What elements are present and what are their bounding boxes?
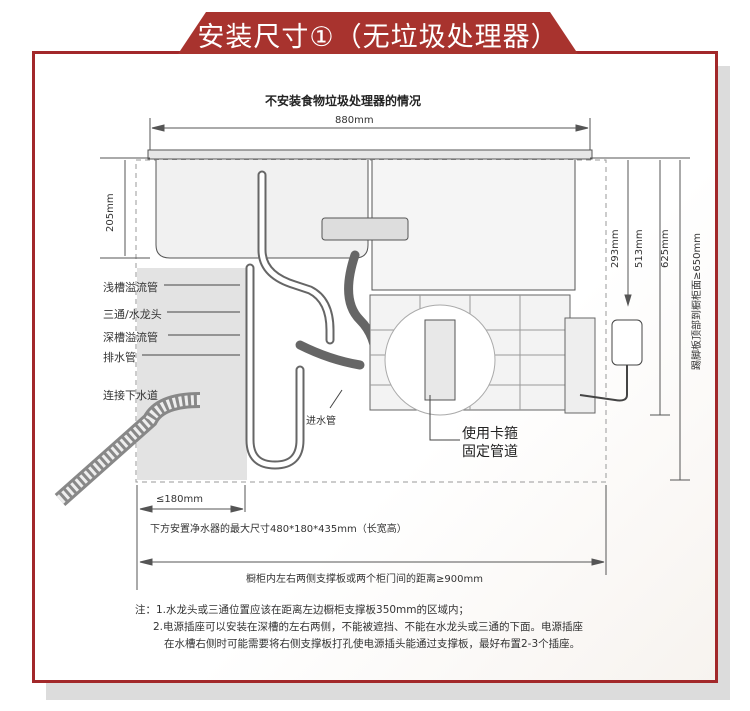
clamp-detail <box>424 319 456 401</box>
label-inlet: 进水管 <box>306 416 336 427</box>
power-socket-icon <box>611 319 643 366</box>
label-sewer: 连接下水道 <box>103 389 158 402</box>
bottom-dimensions <box>136 485 607 590</box>
diagram-subtitle: 不安装食物垃圾处理器的情况 <box>265 94 422 108</box>
label-drain: 排水管 <box>103 351 136 364</box>
banner-shape <box>178 12 578 54</box>
purifier-max-size: 下方安置净水器的最大尺寸480*180*435mm（长宽高） <box>150 524 407 535</box>
filter-side <box>564 317 596 414</box>
clamp-line1: 使用卡箍 <box>462 426 518 442</box>
clamp-leader <box>429 395 460 441</box>
power-cord <box>579 365 628 402</box>
note-2-cont: 在水槽右侧时可能需要将右侧支撑板打孔使电源插头能通过支撑板，最好布置2-3个插座… <box>164 638 581 650</box>
tee-fitting <box>321 217 409 241</box>
dimension-205-label: 205mm <box>105 193 116 232</box>
label-deep-overflow: 深槽溢流管 <box>103 331 158 344</box>
dimension-650-label: 踢脚板顶部到橱柜面≥650mm <box>692 233 703 370</box>
right-dimensions <box>590 157 690 481</box>
clamp-callout: 使用卡箍 固定管道 <box>462 425 518 461</box>
dimension-205 <box>100 157 150 259</box>
purifier-zone <box>137 268 247 480</box>
cabinet-width-label: 橱柜内左右两侧支撑板或两个柜门间的距离≥900mm <box>246 574 483 585</box>
dimension-293-label: 293mm <box>610 229 621 268</box>
clamp-line2: 固定管道 <box>462 444 518 460</box>
dimension-180-label: ≤180mm <box>156 494 203 505</box>
note-2: 2.电源插座可以安装在深槽的左右两侧，不能被遮挡、不能在水龙头或三通的下面。电源… <box>153 621 584 633</box>
notes: 注：1.水龙头或三通位置应该在距离左边橱柜支撑板350mm的区域内； 2.电源插… <box>135 602 583 653</box>
dimension-880 <box>149 118 591 158</box>
label-shallow-overflow: 浅槽溢流管 <box>103 281 158 294</box>
dimension-880-label: 880mm <box>335 115 374 126</box>
banner-title: 安装尺寸①（无垃圾处理器） <box>197 22 559 53</box>
dimension-625-label: 625mm <box>660 229 671 268</box>
cabinet-outline <box>135 159 607 483</box>
dimension-513-label: 513mm <box>634 229 645 268</box>
title-banner: 安装尺寸①（无垃圾处理器） <box>178 12 578 54</box>
label-tee-faucet: 三通/水龙头 <box>103 308 162 321</box>
label-leaders <box>142 284 343 409</box>
sink-plate <box>147 149 593 160</box>
note-1: 注：1.水龙头或三通位置应该在距离左边橱柜支撑板350mm的区域内； <box>135 604 470 616</box>
